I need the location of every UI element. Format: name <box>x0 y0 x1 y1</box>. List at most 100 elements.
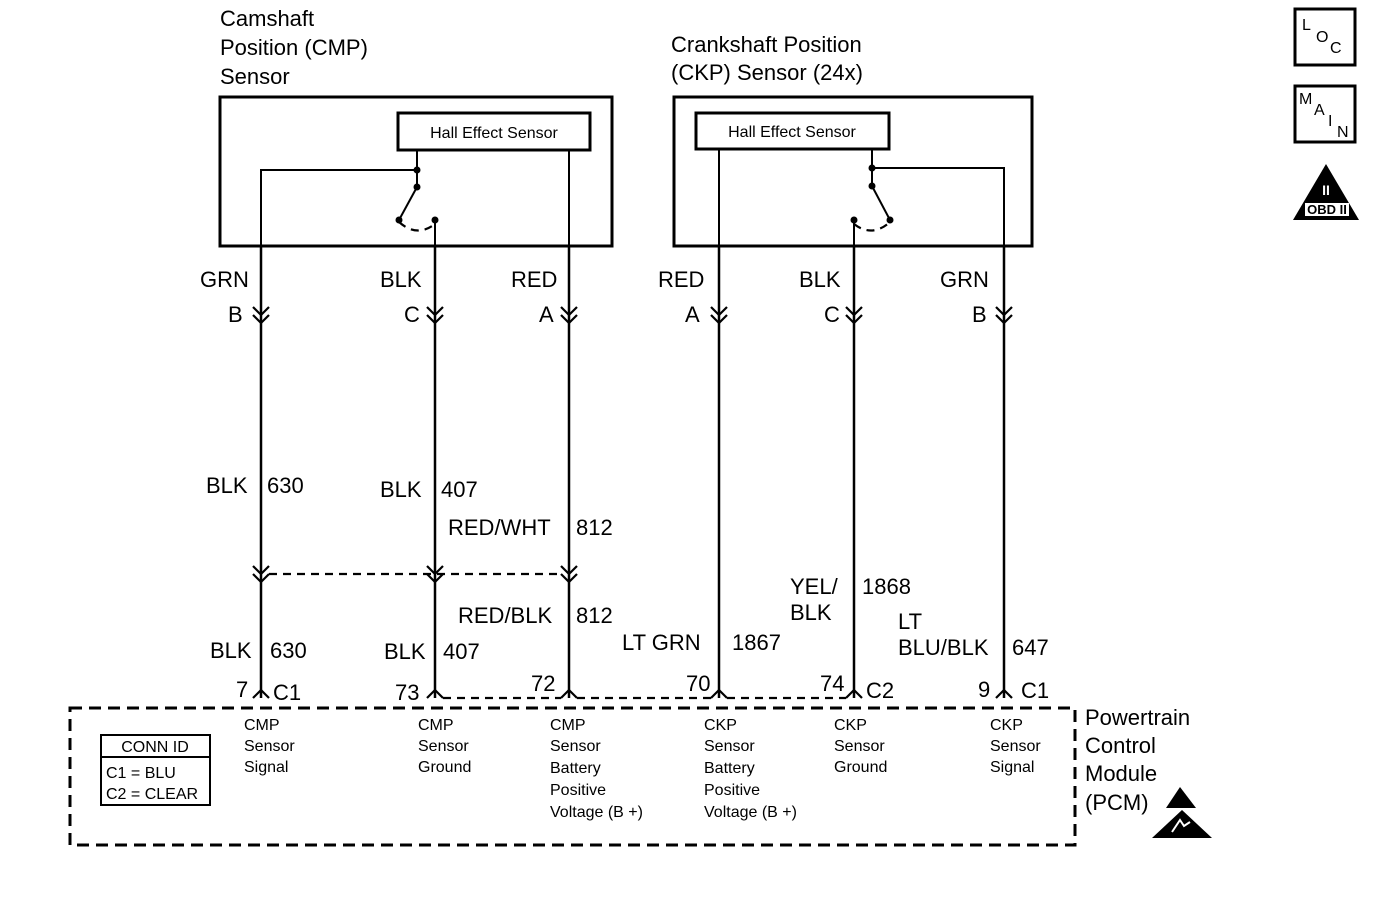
pcm-func-text: Sensor <box>704 738 755 755</box>
pcm-func-text: Sensor <box>418 738 469 755</box>
inline-connector <box>252 565 578 584</box>
harness-lower-circuit-1867: 1867 <box>732 630 781 655</box>
pcm-func-text: CMP <box>244 717 280 734</box>
harness-lower-color-647-line-1: LT <box>898 609 922 634</box>
pcm-func-text: CKP <box>834 717 867 734</box>
loc-letter-c: C <box>1330 40 1342 57</box>
main-letter-n: N <box>1337 124 1349 141</box>
pcm-title-line-4: (PCM) <box>1085 790 1149 815</box>
pcm-connector: 7 C1 73 72 70 74 C2 9 C1 <box>236 671 1049 705</box>
obd-numeral: II <box>1322 182 1330 198</box>
pcm-pin-9: 9 <box>978 677 990 702</box>
pcm-func-text: Sensor <box>834 738 885 755</box>
sensor-wire-labels: GRN B BLK C RED A RED A BLK C GRN B <box>200 267 989 327</box>
harness-lower-color-407: BLK <box>384 639 426 664</box>
pcm-func-cmp-supply: CMP Sensor Battery Positive Voltage (B +… <box>550 717 643 821</box>
pcm-func-text: Battery <box>704 760 755 777</box>
obd-nav-button[interactable]: II OBD II <box>1293 164 1359 220</box>
main-button-frame[interactable] <box>1293 84 1357 144</box>
pcm-func-text: Positive <box>704 782 760 799</box>
ckp-pin-a: A <box>685 302 700 327</box>
conn-id-row-c2: C2 = CLEAR <box>106 786 198 803</box>
pcm-func-text: CMP <box>550 717 586 734</box>
pcm-title-line-1: Powertrain <box>1085 705 1190 730</box>
loc-letter-o: O <box>1316 29 1328 46</box>
conn-id-header: CONN ID <box>121 739 189 756</box>
esd-warning-icon <box>1152 787 1212 838</box>
wire-runs <box>259 246 1006 698</box>
ckp-hall-label: Hall Effect Sensor <box>728 124 856 141</box>
harness-lower-circuit-812: 812 <box>576 603 613 628</box>
ckp-pin-c: C <box>824 302 840 327</box>
pcm-func-text: Sensor <box>990 738 1041 755</box>
harness-upper-color-630: BLK <box>206 473 248 498</box>
pcm-func-ckp-supply: CKP Sensor Battery Positive Voltage (B +… <box>704 717 797 821</box>
harness-lower-circuit-1868: 1868 <box>862 574 911 599</box>
pcm-func-text: Sensor <box>550 738 601 755</box>
ckp-sensor: Crankshaft Position (CKP) Sensor (24x) H… <box>671 32 1034 248</box>
ckp-title-line-1: Crankshaft Position <box>671 32 862 57</box>
pcm-func-text: CKP <box>704 717 737 734</box>
cmp-wire-color-b: GRN <box>200 267 249 292</box>
pcm-connector-c1-left: C1 <box>273 680 301 705</box>
harness-lower-labels: RED/BLK 812 BLK 630 BLK 407 LT GRN 1867 … <box>210 574 1049 664</box>
harness-lower-circuit-647: 647 <box>1012 635 1049 660</box>
harness-lower-color-647-line-2: BLU/BLK <box>898 635 989 660</box>
pcm-func-text: Signal <box>990 759 1034 776</box>
harness-upper-circuit-630: 630 <box>267 473 304 498</box>
pcm-connector-c1-right: C1 <box>1021 678 1049 703</box>
cmp-sensor-housing <box>218 95 614 248</box>
pcm-func-text: Signal <box>244 759 288 776</box>
cmp-pin-c: C <box>404 302 420 327</box>
ckp-title-line-2: (CKP) Sensor (24x) <box>671 60 863 85</box>
pcm-func-text: Ground <box>834 759 887 776</box>
conn-id-table: CONN ID C1 = BLU C2 = CLEAR <box>100 734 211 806</box>
pcm-func-cmp-signal: CMP Sensor Signal <box>244 717 295 776</box>
ckp-hall-box <box>694 111 891 151</box>
main-letter-i: I <box>1328 113 1332 130</box>
pcm-func-text: Battery <box>550 760 601 777</box>
loc-nav-button[interactable]: L O C <box>1293 7 1357 67</box>
loc-button-frame[interactable] <box>1293 7 1357 67</box>
cmp-title-line-1: Camshaft <box>220 6 314 31</box>
harness-upper-circuit-407: 407 <box>441 477 478 502</box>
pcm-func-cmp-ground: CMP Sensor Ground <box>418 717 471 776</box>
pcm-func-text: CMP <box>418 717 454 734</box>
harness-lower-color-1868-line-1: YEL/ <box>790 574 839 599</box>
pcm-outline <box>68 706 1077 847</box>
harness-lower-color-1867: LT GRN <box>622 630 701 655</box>
cmp-hall-box <box>396 111 592 152</box>
obd-label: OBD II <box>1307 202 1347 217</box>
sensor-connector-chevrons <box>252 306 1013 325</box>
main-letter-a: A <box>1314 102 1325 119</box>
pcm-func-text: Voltage (B +) <box>550 804 643 821</box>
harness-upper-labels: BLK 630 BLK 407 RED/WHT 812 <box>206 473 613 540</box>
harness-lower-color-1868-line-2: BLK <box>790 600 832 625</box>
pcm-connector-c2: C2 <box>866 678 894 703</box>
pcm-pin-7: 7 <box>236 677 248 702</box>
pcm-func-text: Voltage (B +) <box>704 804 797 821</box>
harness-upper-circuit-812: 812 <box>576 515 613 540</box>
ckp-wire-color-b: GRN <box>940 267 989 292</box>
pcm-func-ckp-ground: CKP Sensor Ground <box>834 717 887 776</box>
pcm-func-text: Sensor <box>244 738 295 755</box>
ckp-wire-color-c: BLK <box>799 267 841 292</box>
harness-lower-circuit-407: 407 <box>443 639 480 664</box>
ckp-wire-color-a: RED <box>658 267 704 292</box>
harness-lower-color-630: BLK <box>210 638 252 663</box>
pcm-func-text: Ground <box>418 759 471 776</box>
ckp-switch-symbol <box>850 149 1005 246</box>
cmp-sensor: Camshaft Position (CMP) Sensor Hall Effe… <box>218 6 614 248</box>
main-nav-button[interactable]: M A I N <box>1293 84 1357 144</box>
pcm-func-text: CKP <box>990 717 1023 734</box>
pcm-func-ckp-signal: CKP Sensor Signal <box>990 717 1041 776</box>
cmp-hall-label: Hall Effect Sensor <box>430 125 558 142</box>
harness-lower-color-812: RED/BLK <box>458 603 552 628</box>
harness-lower-circuit-630: 630 <box>270 638 307 663</box>
cmp-title-line-3: Sensor <box>220 64 290 89</box>
cmp-wire-color-a: RED <box>511 267 557 292</box>
main-letter-m: M <box>1299 91 1312 108</box>
pcm-pin-74: 74 <box>820 671 844 696</box>
ckp-pin-b: B <box>972 302 987 327</box>
pcm-pin-72: 72 <box>531 671 555 696</box>
